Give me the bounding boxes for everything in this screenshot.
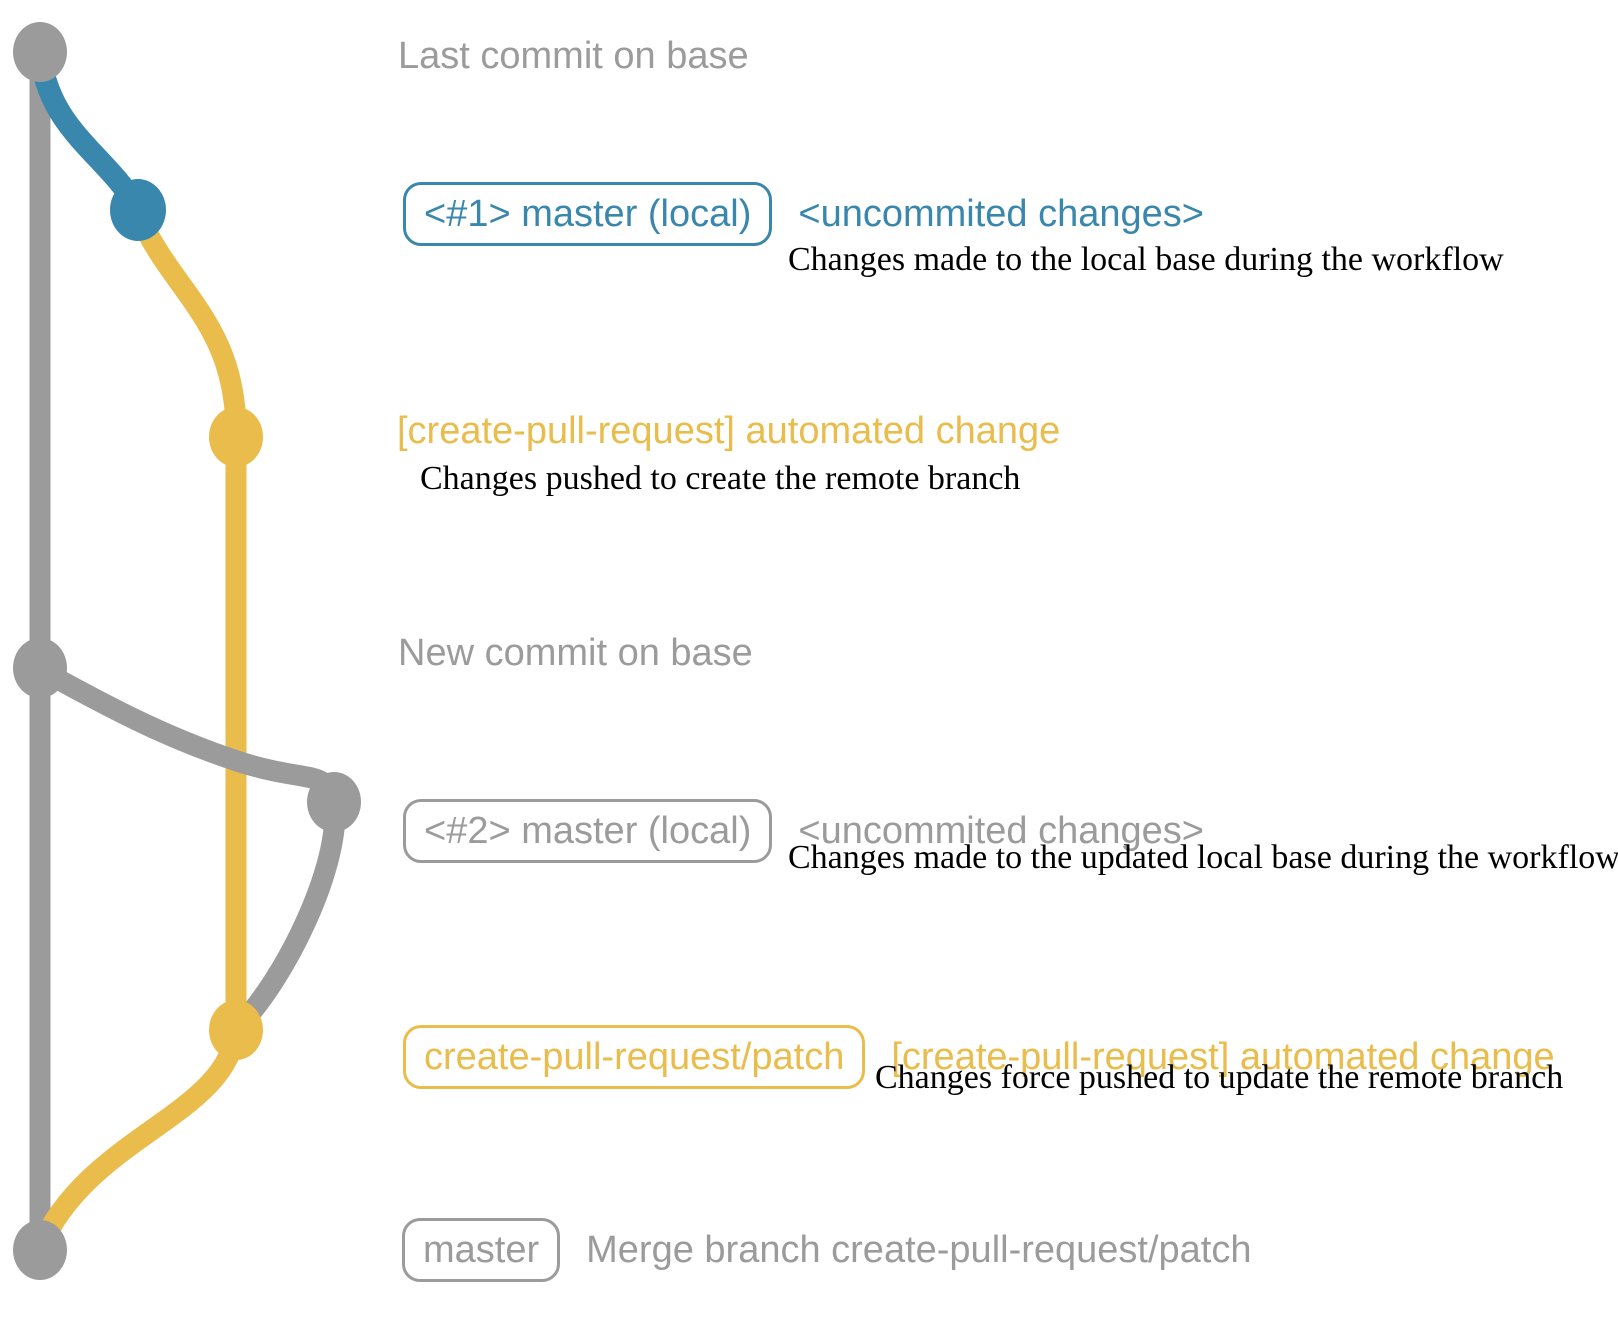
commit-dot-new-commit-on-base [13, 638, 67, 698]
commit-dot-uncommitted-changes-1 [110, 179, 166, 241]
commit-dot-automated-change-1 [209, 407, 263, 467]
branch-line-master-local-rebased [35, 660, 346, 1037]
commit-dot-automated-change-2 [209, 1000, 263, 1060]
branch-badge-master-local-1: <#1> master (local) [403, 182, 773, 246]
commit-message-merge: Merge branch create-pull-request/patch [586, 1229, 1252, 1271]
commit-message-uncommitted-2: <uncommited changes> [798, 810, 1204, 852]
row-automated-change-2: create-pull-request/patch [create-pull-r… [403, 1025, 1555, 1089]
row-uncommitted-2: <#2> master (local) <uncommited changes> [403, 799, 1204, 863]
commit-dot-merge-commit [13, 1220, 67, 1280]
description-uncommitted-1: Changes made to the local base during th… [788, 241, 1504, 278]
branch-badge-master: master [402, 1218, 561, 1282]
commit-dot-last-commit-on-base [13, 22, 67, 82]
commit-dot-uncommitted-changes-2 [307, 772, 361, 832]
description-automated-change-2: Changes force pushed to update the remot… [875, 1059, 1564, 1096]
row-uncommitted-1: <#1> master (local) <uncommited changes> [403, 182, 1204, 246]
description-automated-change-1: Changes pushed to create the remote bran… [420, 460, 1021, 497]
commit-message-automated-change-2: [create-pull-request] automated change [891, 1036, 1555, 1078]
commit-message-last-commit-on-base: Last commit on base [398, 35, 749, 77]
commit-message-uncommitted-1: <uncommited changes> [798, 193, 1204, 235]
branch-badge-master-local-2: <#2> master (local) [403, 799, 773, 863]
branch-badge-create-pull-request-patch: create-pull-request/patch [403, 1025, 866, 1089]
row-merge-commit: master Merge branch create-pull-request/… [402, 1218, 1252, 1282]
commit-message-automated-change-1: [create-pull-request] automated change [397, 410, 1061, 452]
description-uncommitted-2: Changes made to the updated local base d… [788, 839, 1618, 876]
branch-line-master-local [30, 57, 147, 213]
commit-message-new-commit-on-base: New commit on base [398, 632, 753, 674]
